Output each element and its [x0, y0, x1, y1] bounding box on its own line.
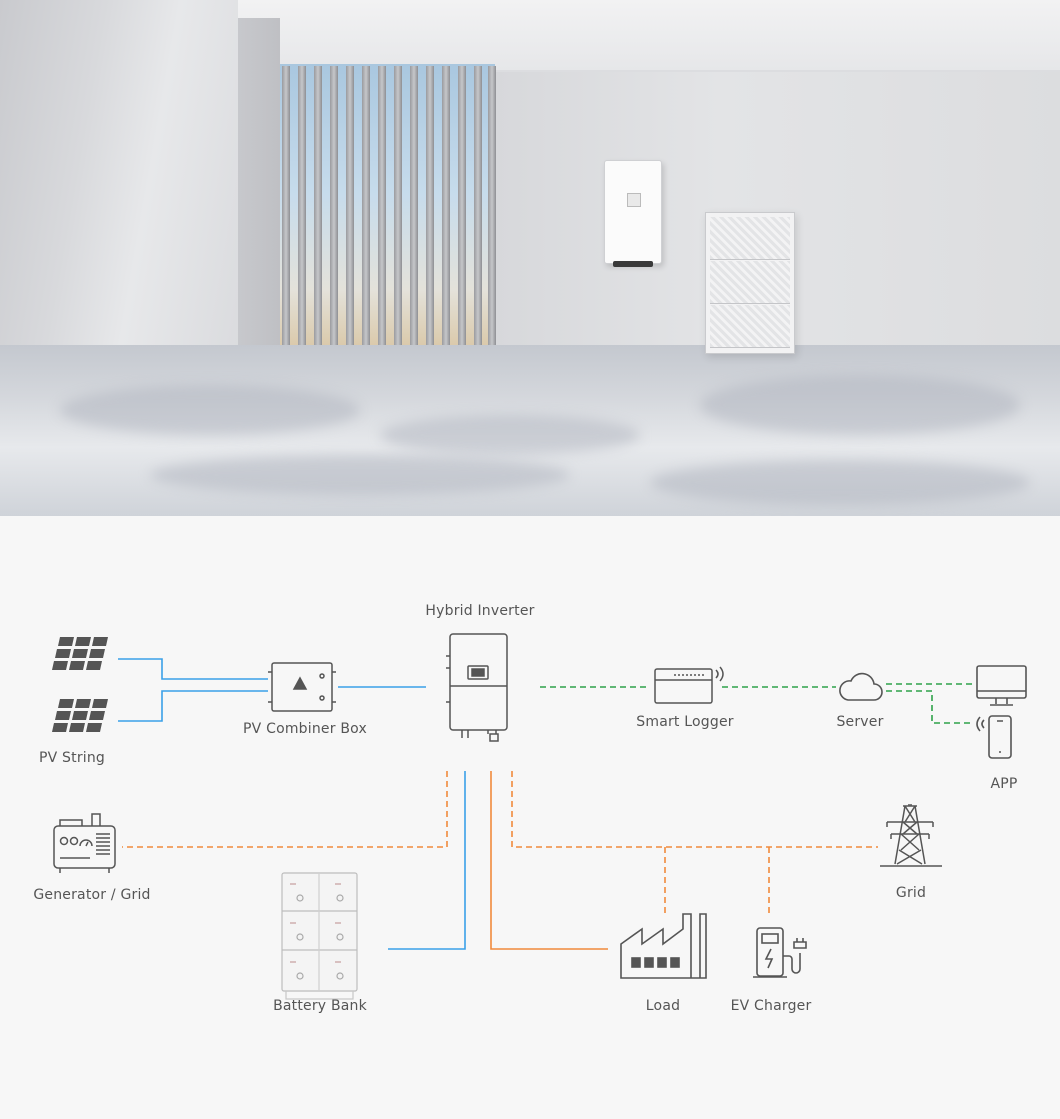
label-ev-charger: EV Charger [730, 998, 812, 1014]
solar-panel-icon [52, 699, 108, 732]
factory-load-icon [620, 913, 707, 979]
label-app: APP [990, 776, 1018, 792]
battery-rack-photo [705, 212, 795, 354]
smart-logger-icon [654, 666, 724, 704]
label-load: Load [645, 998, 681, 1014]
dc-line-pv-string-2 [118, 690, 268, 722]
label-generator-grid: Generator / Grid [33, 887, 151, 903]
left-wall [0, 0, 238, 365]
power-tower-icon [880, 804, 942, 867]
label-grid: Grid [895, 885, 927, 901]
ev-charger-icon [753, 927, 807, 978]
mobile-phone-icon [976, 715, 1012, 759]
diagram-canvas [52, 633, 1027, 1000]
comm-line-server-app [886, 690, 972, 724]
system-diagram: PV String PV Combiner Box Hybrid Inverte… [0, 516, 1060, 1119]
floor [0, 345, 1060, 516]
desktop-monitor-icon [976, 665, 1027, 706]
solar-panel-icon [52, 637, 108, 670]
product-scene-photo [0, 0, 1060, 516]
dc-line-pv-string-1 [118, 658, 268, 680]
ac-line-inverter-grid [511, 771, 878, 848]
label-pv-combiner-box: PV Combiner Box [243, 721, 367, 737]
label-smart-logger: Smart Logger [636, 714, 734, 730]
hybrid-inverter-icon [446, 633, 508, 742]
cloud-server-icon [839, 672, 883, 701]
label-battery-bank: Battery Bank [273, 998, 367, 1014]
ac-line-inverter-load [490, 771, 608, 950]
inverter-photo [604, 160, 662, 267]
label-hybrid-inverter: Hybrid Inverter [425, 603, 535, 619]
ac-line-inverter-generator [122, 771, 448, 848]
label-server: Server [836, 714, 884, 730]
combiner-box-icon [268, 662, 336, 712]
label-pv-string: PV String [38, 750, 106, 766]
generator-icon [53, 813, 116, 873]
dc-line-inverter-battery [388, 771, 466, 950]
left-wall-side [238, 18, 280, 368]
battery-bank-icon [281, 872, 358, 1000]
